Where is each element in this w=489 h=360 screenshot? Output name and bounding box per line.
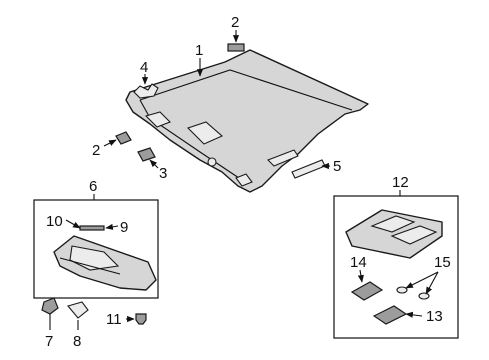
handle-part-4 xyxy=(133,83,159,99)
sun-visor-part xyxy=(53,235,157,291)
clip-part-7 xyxy=(41,297,59,322)
leader-15b xyxy=(425,271,439,295)
cap-part-8 xyxy=(67,301,89,319)
callout-4: 4 xyxy=(140,59,148,76)
bulb-part-15 xyxy=(396,286,430,300)
leader-10 xyxy=(65,219,81,229)
callout-15: 15 xyxy=(434,254,451,271)
map-lamp-part xyxy=(345,209,443,259)
callout-5: 5 xyxy=(333,158,341,175)
callout-14: 14 xyxy=(350,254,367,271)
callout-2-left: 2 xyxy=(92,142,100,159)
callout-6: 6 xyxy=(89,178,97,195)
leader-2-left xyxy=(103,139,117,147)
leader-14 xyxy=(357,269,364,283)
lens-part-13 xyxy=(372,305,408,325)
callout-10: 10 xyxy=(46,213,63,230)
callout-13: 13 xyxy=(426,308,443,325)
callout-11: 11 xyxy=(106,311,122,328)
sun-visor-group-box xyxy=(33,199,159,299)
strip-part-5 xyxy=(291,159,326,179)
lens-part-14 xyxy=(350,281,384,301)
screw-part-11 xyxy=(135,313,147,325)
map-lamp-group-box xyxy=(333,195,459,339)
callout-2-top: 2 xyxy=(231,14,239,31)
headliner-part xyxy=(125,49,369,193)
callout-7: 7 xyxy=(45,333,53,350)
clip-part-2-top xyxy=(227,43,245,52)
callout-8: 8 xyxy=(73,333,81,350)
clip-part-2-left xyxy=(115,131,132,145)
callout-1: 1 xyxy=(195,42,203,59)
callout-9: 9 xyxy=(120,219,128,236)
callout-12: 12 xyxy=(392,174,409,191)
leader-9 xyxy=(105,223,119,230)
callout-3: 3 xyxy=(159,165,167,182)
leader-13 xyxy=(405,311,423,318)
leader-3 xyxy=(149,159,159,169)
bracket-part-3 xyxy=(137,147,156,162)
mirror-cover-part-9-10 xyxy=(79,225,105,231)
leader-15a xyxy=(405,271,439,289)
